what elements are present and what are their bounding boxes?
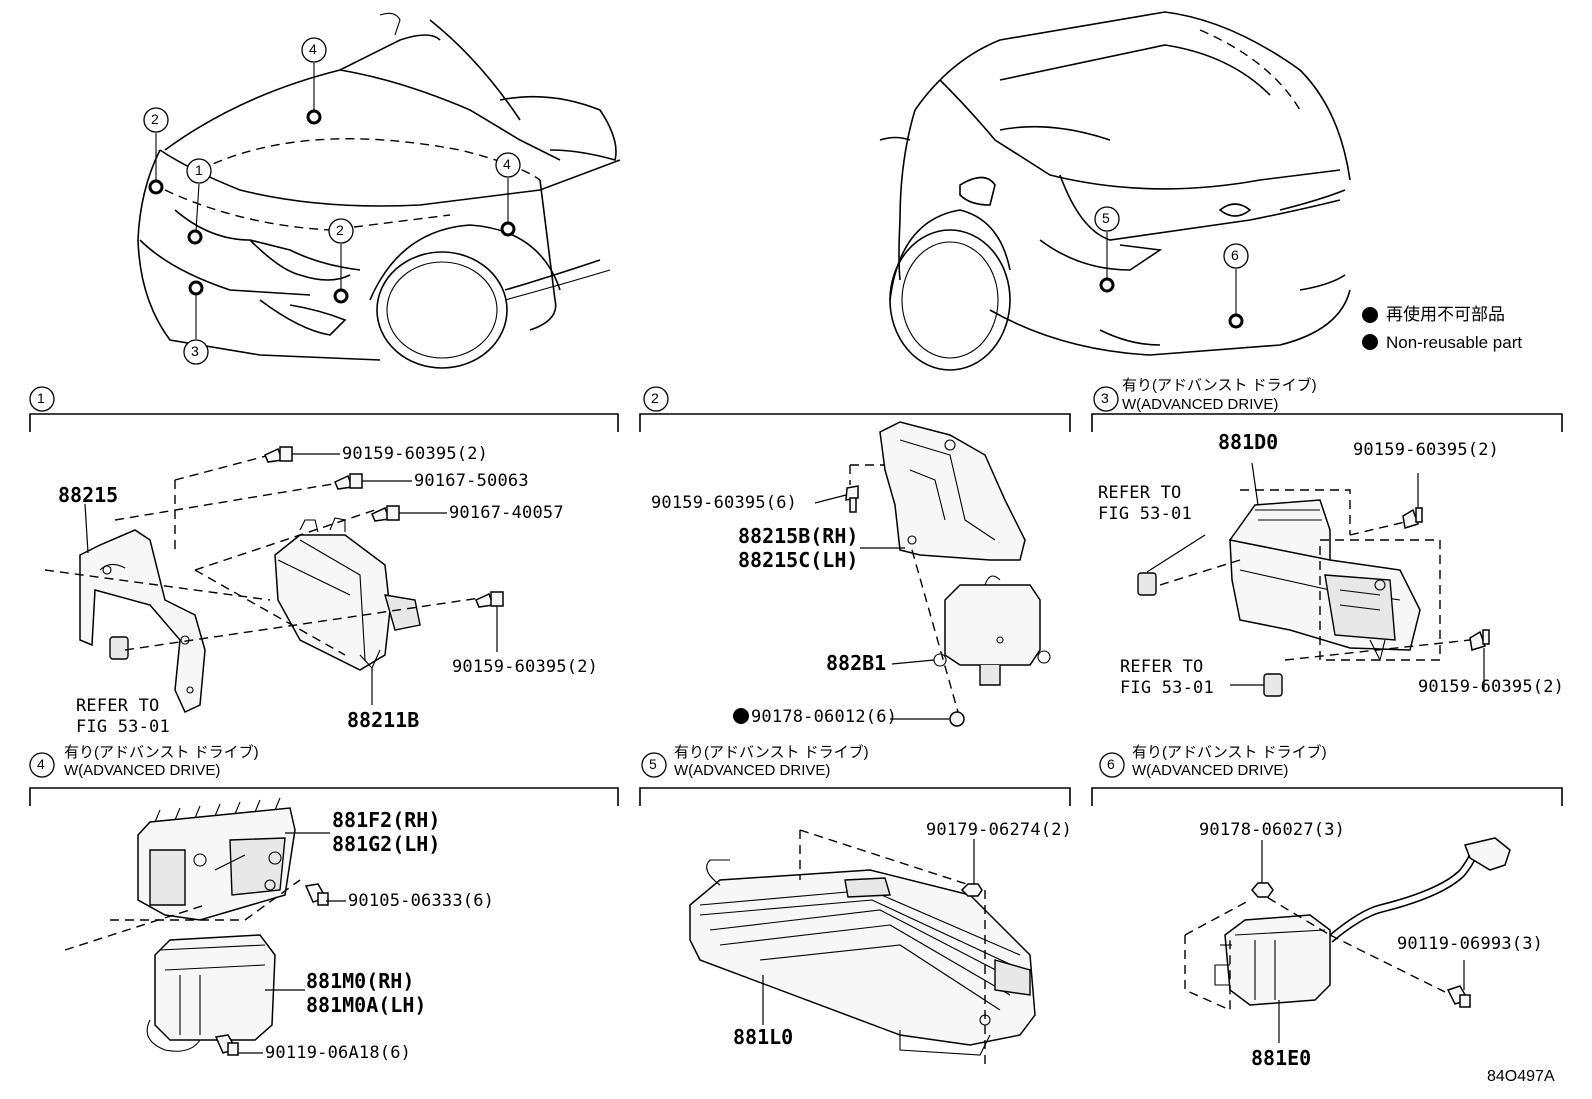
section-brackets <box>29 413 1563 806</box>
section-4-drawing <box>64 797 346 1056</box>
front-callout-markers <box>143 37 521 365</box>
bolt-icon <box>475 591 504 608</box>
section-1-drawing <box>44 446 504 713</box>
section-2-drawing <box>814 421 1051 727</box>
rear-vehicle-illustration <box>879 11 1351 371</box>
section-number-circles <box>29 386 1125 778</box>
section-3-drawing <box>1137 462 1490 697</box>
front-vehicle-illustration <box>137 12 621 369</box>
bolt-icon <box>334 473 363 490</box>
bolt-icon <box>264 446 293 463</box>
rear-callout-markers <box>1094 206 1249 329</box>
section-6-drawing <box>1184 837 1511 1043</box>
bolt-icon <box>371 505 400 522</box>
section-5-drawing <box>689 829 1036 1065</box>
legend-dot-icon <box>1362 307 1378 323</box>
legend-dot-icon <box>1362 334 1378 350</box>
